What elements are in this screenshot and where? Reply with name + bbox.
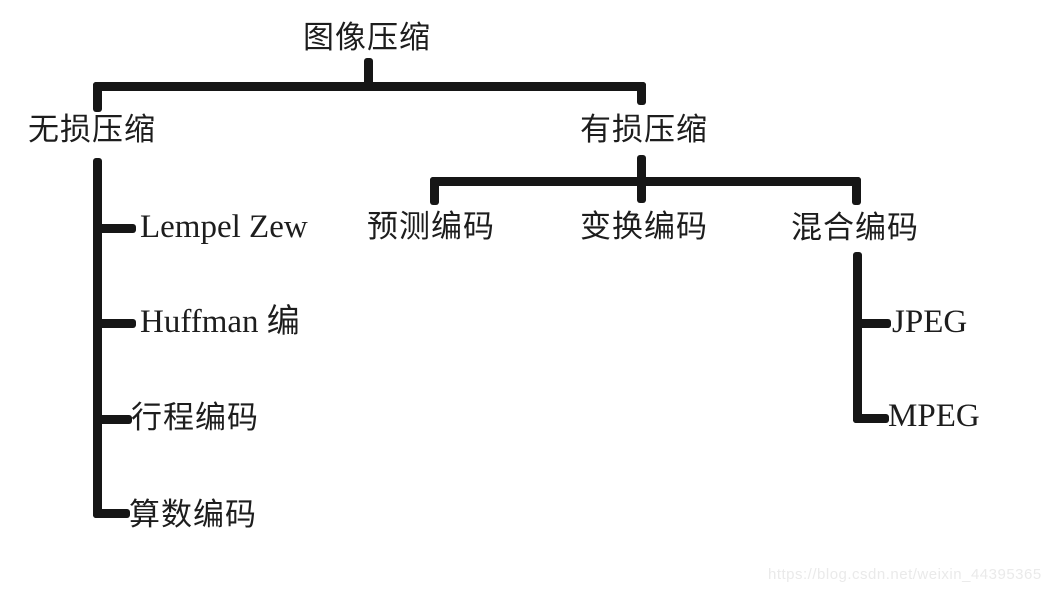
connector-lossy-bar (430, 177, 861, 186)
connector-lossless-trunk (93, 158, 102, 518)
connector-tick-jpeg (853, 319, 891, 328)
connector-lossy-bar-right-drop (852, 177, 861, 205)
connector-tick-lempel-zew (93, 224, 136, 233)
node-mpeg: MPEG (888, 398, 980, 434)
connector-tick-mpeg (853, 414, 889, 423)
node-lossy-compression: 有损压缩 (580, 112, 708, 147)
node-run-length-coding: 行程编码 (131, 400, 259, 435)
node-huffman-coding: Huffman 编 (140, 304, 300, 340)
connector-root-stub (364, 58, 373, 86)
node-lempel-zew: Lempel Zew (140, 209, 308, 245)
node-jpeg: JPEG (892, 304, 968, 340)
connector-lossy-bar-left-drop (430, 177, 439, 205)
connector-tick-huffman (93, 319, 136, 328)
connector-top-bar-left-drop (93, 82, 102, 112)
node-transform-coding: 变换编码 (580, 209, 708, 244)
node-lossless-compression: 无损压缩 (28, 112, 156, 147)
csdn-watermark: https://blog.csdn.net/weixin_44395365 (768, 566, 1042, 583)
node-arithmetic-coding: 算数编码 (129, 497, 257, 532)
node-root-image-compression: 图像压缩 (303, 20, 431, 55)
connector-hybrid-trunk (853, 252, 862, 423)
node-predictive-coding: 预测编码 (367, 209, 495, 244)
connector-top-bar (93, 82, 646, 91)
connector-top-bar-right-drop (637, 82, 646, 105)
connector-tick-arithmetic (93, 509, 130, 518)
node-hybrid-coding: 混合编码 (791, 210, 919, 245)
connector-tick-run-length (93, 415, 132, 424)
